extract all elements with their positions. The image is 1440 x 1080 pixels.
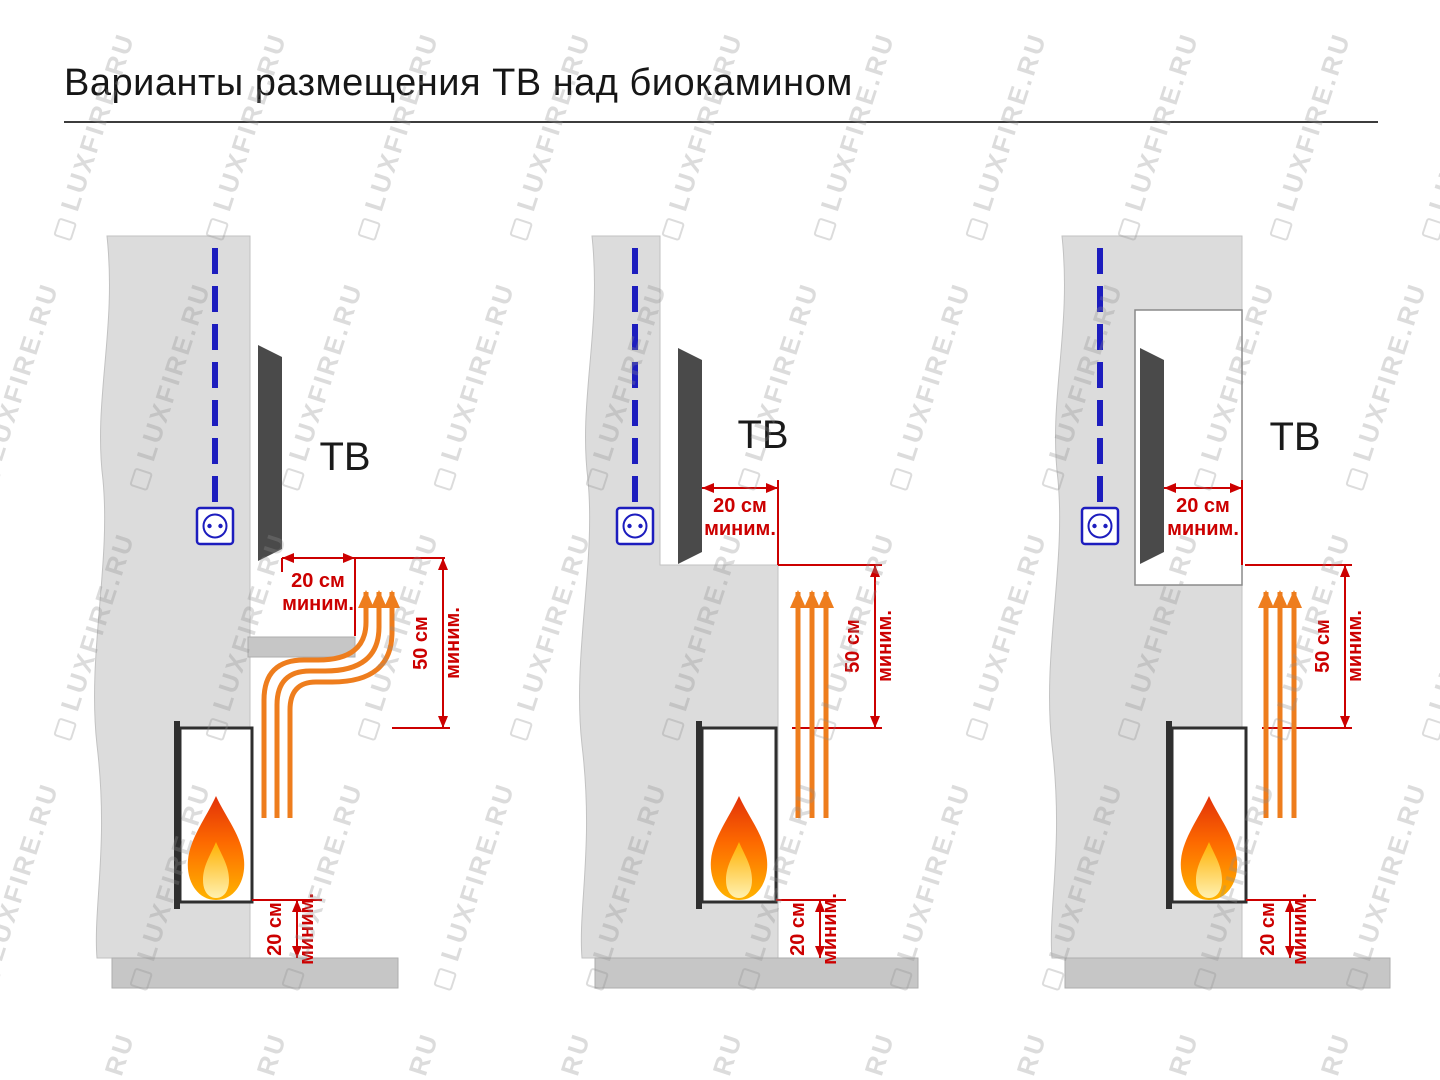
fireplace xyxy=(1166,721,1248,909)
dimension-below: 20 см миним. xyxy=(776,893,846,965)
power-outlet xyxy=(615,506,655,546)
power-outlet xyxy=(1080,506,1120,546)
dim-front-value: 20 см xyxy=(291,570,345,592)
fireplace xyxy=(696,721,778,909)
diagram-variant-3: ТВ 20 см миним. 50 см миним. xyxy=(1049,235,1391,989)
diagram-variant-2: ТВ 20 см миним. 50 см миним. xyxy=(579,235,919,989)
heat-arrows xyxy=(790,590,834,818)
dim-front-value: 20 см xyxy=(1176,495,1230,517)
dimension-front-gap: 20 см миним. xyxy=(702,480,779,565)
dim-below-min: миним. xyxy=(296,893,318,965)
dim-below-value: 20 см xyxy=(1257,902,1279,956)
diagram-variant-1: ТВ 20 см миним. 50 см миним. xyxy=(94,235,464,989)
dimension-above: 50 см миним. xyxy=(392,558,464,729)
dim-above-value: 50 см xyxy=(842,619,864,673)
shelf xyxy=(247,636,356,658)
dimension-below: 20 см миним. xyxy=(1246,893,1316,965)
tv-label: ТВ xyxy=(319,435,370,479)
floor xyxy=(1064,957,1391,989)
dim-front-min: миним. xyxy=(704,518,776,540)
dim-below-min: миним. xyxy=(819,893,841,965)
heat-arrows xyxy=(1258,590,1302,818)
tv-label: ТВ xyxy=(737,413,788,457)
dim-above-min: миним. xyxy=(1344,610,1366,682)
dim-front-min: миним. xyxy=(1167,518,1239,540)
tv-label: ТВ xyxy=(1269,415,1320,459)
heat-arrows xyxy=(261,590,400,818)
dim-front-min: миним. xyxy=(282,593,354,615)
dimension-front-gap: 20 см миним. xyxy=(281,553,445,636)
dim-above-value: 50 см xyxy=(410,616,432,670)
fireplace xyxy=(174,721,254,909)
dimension-above: 50 см миним. xyxy=(778,564,896,729)
dimension-front-gap: 20 см миним. xyxy=(1164,480,1243,565)
dimension-above: 50 см миним. xyxy=(1245,564,1366,729)
dim-above-min: миним. xyxy=(874,610,896,682)
dim-below-min: миним. xyxy=(1289,893,1311,965)
dim-below-value: 20 см xyxy=(264,902,286,956)
floor xyxy=(594,957,919,989)
tv-panel xyxy=(678,348,702,564)
dimension-below: 20 см миним. xyxy=(252,893,322,965)
dim-above-min: миним. xyxy=(442,607,464,679)
dim-above-value: 50 см xyxy=(1312,619,1334,673)
floor xyxy=(111,957,399,989)
dim-front-value: 20 см xyxy=(713,495,767,517)
dim-below-value: 20 см xyxy=(787,902,809,956)
power-outlet xyxy=(195,506,235,546)
tv-panel xyxy=(258,345,282,561)
tv-panel xyxy=(1140,348,1164,564)
page-title: Варианты размещения ТВ над биокамином xyxy=(64,62,853,104)
title-block: Варианты размещения ТВ над биокамином xyxy=(64,62,1378,123)
